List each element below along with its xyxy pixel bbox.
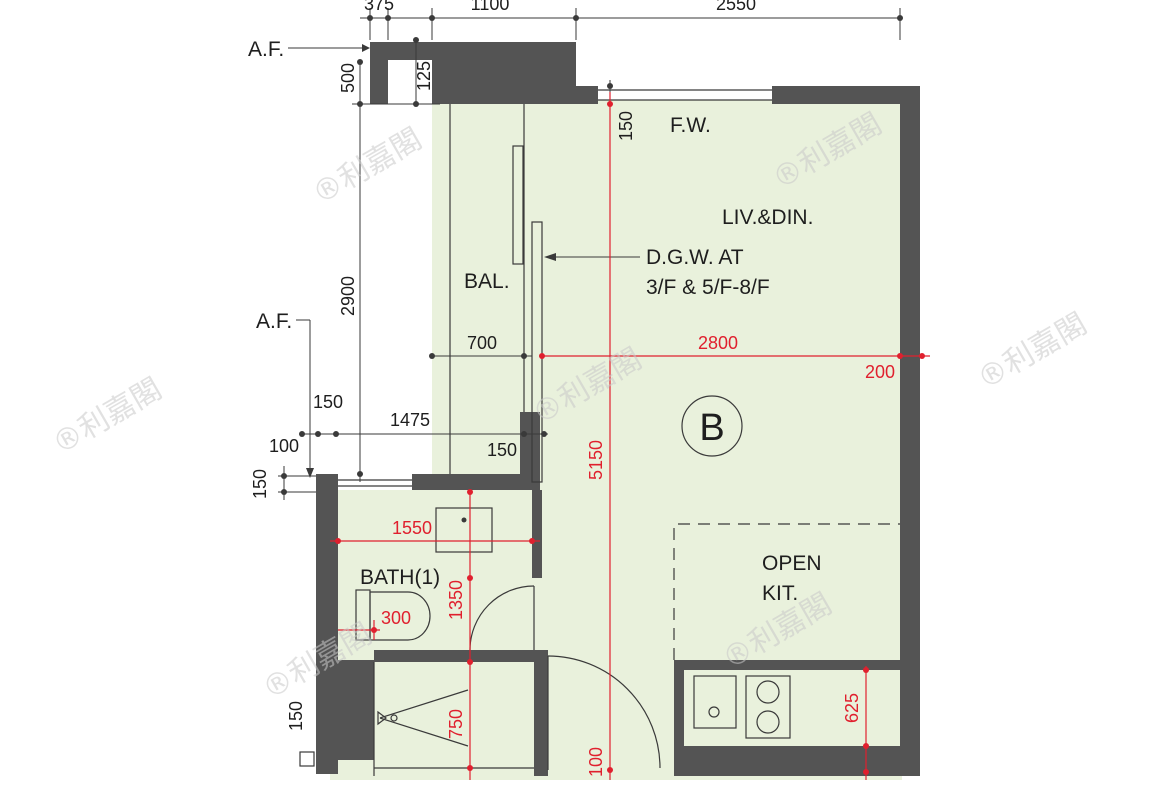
room-label-open-kitchen: OPEN xyxy=(762,552,822,575)
room-label-living-dining: LIV.&DIN. xyxy=(722,206,813,229)
dim-700: 700 xyxy=(467,333,497,353)
dim-150-left-a: 150 xyxy=(250,469,270,499)
rdim-1550: 1550 xyxy=(392,518,432,538)
dim-375: 375 xyxy=(364,0,394,14)
rdim-2800: 2800 xyxy=(698,333,738,353)
dim-1475: 1475 xyxy=(390,410,430,430)
dim-150-b: 150 xyxy=(487,440,517,460)
dim-150-a: 150 xyxy=(313,392,343,412)
dim-2550: 2550 xyxy=(716,0,756,14)
dimension-lines xyxy=(278,8,903,500)
watermark-1: ®利嘉閣 xyxy=(307,122,428,212)
fixtures xyxy=(299,89,900,776)
rdim-1350: 1350 xyxy=(446,580,466,620)
label-af-mid: A.F. xyxy=(256,310,292,333)
floor-area xyxy=(330,100,902,780)
room-label-balcony: BAL. xyxy=(464,270,510,293)
rdim-5150: 5150 xyxy=(586,440,606,480)
label-dgw-line2: 3/F & 5/F-8/F xyxy=(646,276,770,299)
dim-1100: 1100 xyxy=(471,0,510,14)
dim-125: 125 xyxy=(414,61,434,91)
rdim-100: 100 xyxy=(586,747,606,777)
dim-2900: 2900 xyxy=(338,276,358,316)
room-label-bathroom: BATH(1) xyxy=(360,566,440,589)
room-label-open-kitchen-2: KIT. xyxy=(762,582,798,605)
rdim-625: 625 xyxy=(842,693,862,723)
label-af-top: A.F. xyxy=(248,38,284,61)
rdim-300: 300 xyxy=(381,608,411,628)
label-dgw-line1: D.G.W. AT xyxy=(646,246,744,269)
watermark-5: ®利嘉閣 xyxy=(972,307,1093,397)
red-dimension-lines xyxy=(330,92,930,780)
dim-150-left-b: 150 xyxy=(286,701,306,731)
dim-500: 500 xyxy=(338,63,358,93)
unit-label: B xyxy=(699,407,724,449)
walls xyxy=(316,42,920,776)
watermark-3: ®利嘉閣 xyxy=(47,372,168,462)
label-fixed-window: F.W. xyxy=(670,114,711,137)
dim-100: 100 xyxy=(269,436,299,456)
dim-150-fw: 150 xyxy=(616,111,636,141)
rdim-200: 200 xyxy=(865,362,895,382)
rdim-750: 750 xyxy=(446,709,466,739)
